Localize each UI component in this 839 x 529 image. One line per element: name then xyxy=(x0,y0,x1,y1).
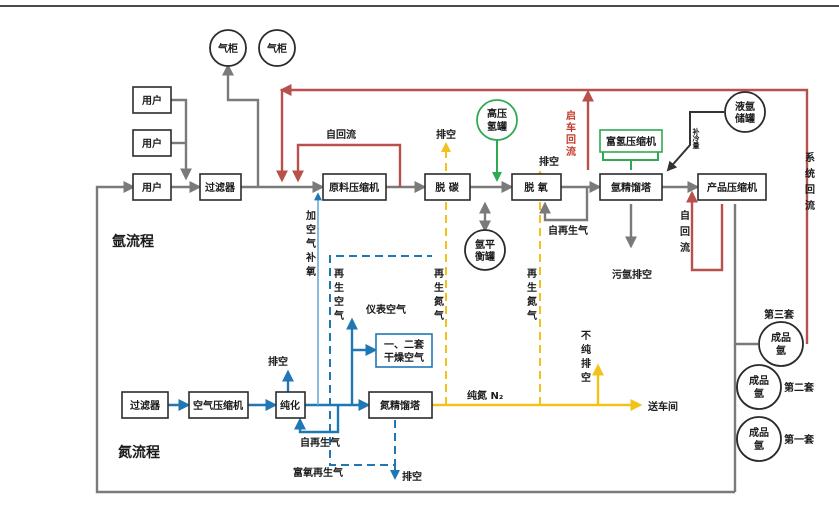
product-ar-2-label-b: 氩 xyxy=(754,387,764,400)
h2-rich-compressor-label: 富氢压缩机 xyxy=(606,135,656,148)
h2-tank-label-2: 氢罐 xyxy=(487,120,507,133)
h2-tank xyxy=(476,99,518,141)
deoxy-label: 脱 氧 xyxy=(524,181,547,194)
product-ar-1-label-a: 成品 xyxy=(749,426,769,439)
filter-label: 过滤器 xyxy=(205,181,236,194)
product-ar-2-label-a: 成品 xyxy=(749,374,769,387)
o2-rich-regen-gas-label: 富氧再生气 xyxy=(293,466,343,479)
dry-air-label-2: 干燥空气 xyxy=(384,351,424,364)
user-box-2 xyxy=(132,129,172,157)
user-box-1 xyxy=(132,86,172,114)
air-lines xyxy=(168,192,432,480)
n2-tower-box xyxy=(368,391,433,419)
decarbon-label: 脱 碳 xyxy=(435,181,459,194)
ar-balance-label-2: 衡罐 xyxy=(475,250,495,263)
self-reflux-right-label: 自回流 xyxy=(678,209,690,258)
to-workshop-label: 送车间 xyxy=(647,400,678,413)
liquid-ar-label-1: 液氩 xyxy=(735,100,755,113)
set-3-label: 第三套 xyxy=(764,308,795,321)
gas-cabinet-label-1: 气柜 xyxy=(217,42,238,55)
gas-cabinet-2 xyxy=(258,29,296,67)
regen-air-label: 再生空气 xyxy=(332,268,345,324)
nitrogen-lines xyxy=(432,142,643,411)
ar-tower-label: 氩精馏塔 xyxy=(611,181,652,194)
purify-box xyxy=(275,391,306,419)
self-regen-gas-ar-label: 自再生气 xyxy=(548,224,588,237)
dry-air-label-1: 一、二套 xyxy=(384,338,425,351)
user-label-3: 用户 xyxy=(141,181,162,194)
purify-label: 纯化 xyxy=(280,399,300,412)
product-ar-3-label-b: 氩 xyxy=(776,344,786,357)
dry-air-box xyxy=(375,333,433,368)
diagram-labels: 用户 用户 用户 气柜 气柜 过滤器 原料压缩机 脱 碳 脱 氧 氩精馏塔 产品… xyxy=(112,42,815,483)
air-compressor-box xyxy=(188,391,249,419)
makeup-cooling-label: 补冷量 xyxy=(692,127,701,150)
product-ar-1-label-b: 氩 xyxy=(754,439,764,452)
h2-tank-label-1: 高压 xyxy=(487,107,507,120)
vent-purify-label: 排空 xyxy=(268,355,288,368)
equipment-boxes xyxy=(121,86,767,419)
set-2-label: 第二套 xyxy=(784,381,815,394)
hydrogen-lines xyxy=(492,140,659,182)
waste-ar-vent-label: 污氩排空 xyxy=(612,268,652,281)
gas-cabinet-1 xyxy=(209,29,247,67)
n2-tower-label: 氮精馏塔 xyxy=(380,399,421,412)
vent-mid-label: 排空 xyxy=(539,155,559,168)
system-reflux-label: 系统回流 xyxy=(803,151,815,216)
set-1-label: 第一套 xyxy=(784,433,815,446)
raw-compressor-label: 原料压缩机 xyxy=(329,181,379,194)
product-ar-3-label-a: 成品 xyxy=(771,331,791,344)
liquid-ar-tank xyxy=(724,91,766,133)
user-label-2: 用户 xyxy=(141,137,162,150)
makeup-cooling-line xyxy=(666,111,724,172)
decarbon-box xyxy=(424,173,471,201)
filter-box xyxy=(199,173,242,201)
startup-reflux-label: 启车回流 xyxy=(564,109,576,158)
user-box-3 xyxy=(132,173,172,201)
product-compressor-label: 产品压缩机 xyxy=(707,181,757,194)
product-ar-2 xyxy=(736,364,782,410)
pure-n2-label: 纯氮 N₂ xyxy=(467,389,503,402)
regen-n2-label-1: 再生氮气 xyxy=(432,268,445,324)
air-compressor-label: 空气压缩机 xyxy=(193,399,243,412)
vent-top-label: 排空 xyxy=(436,128,456,141)
ar-tower-box xyxy=(599,173,663,201)
product-compressor-box xyxy=(697,173,767,201)
vessel-circles xyxy=(209,29,804,462)
nitrogen-process-title: 氮流程 xyxy=(117,444,160,461)
user-label-1: 用户 xyxy=(141,94,162,107)
impure-vent-label: 不纯排空 xyxy=(579,330,591,386)
self-regen-gas-n2-label: 自再生气 xyxy=(300,436,340,449)
argon-process-title: 氩流程 xyxy=(112,233,154,250)
product-ar-1 xyxy=(736,416,782,462)
argon-flow-lines xyxy=(95,63,758,494)
ar-balance-label-1: 氩平 xyxy=(475,238,495,251)
deoxy-box xyxy=(511,173,562,201)
regen-n2-label-2: 再生氮气 xyxy=(525,268,538,324)
h2-rich-compressor-box xyxy=(599,129,663,153)
self-reflux-top-label: 自回流 xyxy=(326,128,356,141)
raw-compressor-box xyxy=(322,173,387,201)
ar-balance-tank xyxy=(464,229,506,271)
instrument-air-label: 仪表空气 xyxy=(365,303,406,316)
gas-cabinet-label-2: 气柜 xyxy=(266,42,287,55)
reflux-lines xyxy=(282,90,809,344)
air-makeup-o2-label: 加空气补氧 xyxy=(304,209,317,280)
filter-n2-box xyxy=(121,391,169,419)
product-ar-3 xyxy=(758,321,804,367)
liquid-ar-label-2: 储罐 xyxy=(734,112,755,125)
vent-bottom-label: 排空 xyxy=(402,470,422,483)
filter-n2-label: 过滤器 xyxy=(130,399,161,412)
